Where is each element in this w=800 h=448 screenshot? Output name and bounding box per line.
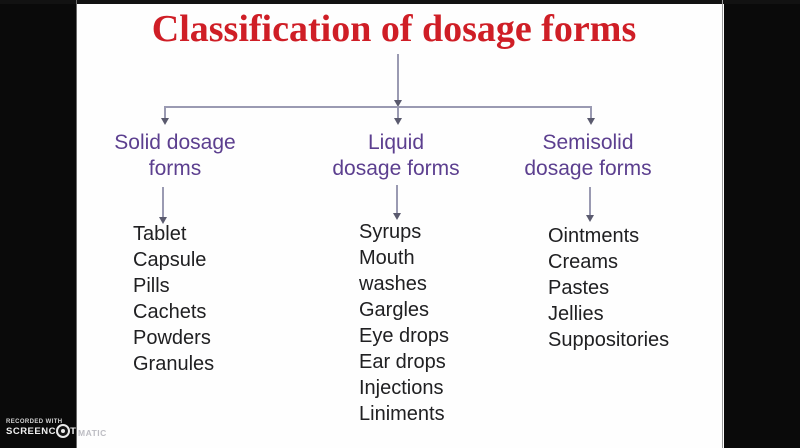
watermark-o-target-icon [56, 424, 70, 438]
top-letterbox-strip [0, 0, 800, 4]
left-letterbox-bar [0, 0, 76, 448]
arrowhead-semisolid-icon [587, 118, 595, 125]
slide-title: Classification of dosage forms [151, 8, 637, 50]
watermark-recorded-with: RECORDED WITH [6, 419, 63, 425]
heading-line: Solid dosage [114, 131, 236, 154]
connector-drop-semisolid [590, 108, 592, 118]
list-item: Syrups [359, 221, 422, 243]
connector-stem-arrowhead-icon [394, 100, 402, 107]
arrow-line-semisolid [589, 187, 591, 215]
heading-solid-dosage-forms: Solid dosage forms [100, 130, 250, 182]
list-item: Ointments [548, 225, 640, 247]
list-item: Gargles [359, 299, 430, 321]
list-item: Tablet [133, 223, 187, 245]
arrow-tip-solid-icon [159, 217, 167, 224]
list-item: Capsule [133, 249, 207, 271]
arrow-line-liquid [396, 185, 398, 213]
heading-line: dosage forms [524, 157, 652, 180]
list-item: washes [359, 273, 427, 295]
heading-liquid-dosage-forms: Liquid dosage forms [321, 130, 471, 182]
list-item: Pills [133, 275, 170, 297]
list-item: Pastes [548, 277, 610, 299]
arrowhead-solid-icon [161, 118, 169, 125]
watermark-brand: SCREENCAST [6, 426, 77, 437]
heading-line: Semisolid [542, 131, 634, 154]
list-item: Powders [133, 327, 211, 349]
list-item: Mouth [359, 247, 415, 269]
arrowhead-liquid-icon [394, 118, 402, 125]
list-item: Ear drops [359, 351, 446, 373]
heading-line: dosage forms [332, 157, 460, 180]
heading-line: forms [148, 157, 202, 180]
heading-line: Liquid [367, 131, 425, 154]
arrow-tip-semisolid-icon [586, 215, 594, 222]
slide-right-edge [722, 0, 723, 448]
connector-drop-solid [164, 108, 166, 118]
arrow-line-solid [162, 187, 164, 217]
arrow-tip-liquid-icon [393, 213, 401, 220]
list-item: Jellies [548, 303, 604, 325]
list-item: Cachets [133, 301, 207, 323]
slide-left-edge [76, 0, 77, 448]
connector-stem [397, 54, 399, 100]
heading-semisolid-dosage-forms: Semisolid dosage forms [513, 130, 663, 182]
connector-crossbar [164, 106, 592, 108]
list-item: Injections [359, 377, 444, 399]
list-item: Liniments [359, 403, 445, 425]
watermark-brand-suffix: MATIC [78, 428, 107, 438]
list-item: Creams [548, 251, 619, 273]
watermark-o-dot [61, 429, 65, 433]
list-item: Suppositories [548, 329, 670, 351]
right-letterbox-bar [724, 0, 800, 448]
list-item: Granules [133, 353, 215, 375]
connector-drop-liquid [397, 108, 399, 118]
list-item: Eye drops [359, 325, 450, 347]
